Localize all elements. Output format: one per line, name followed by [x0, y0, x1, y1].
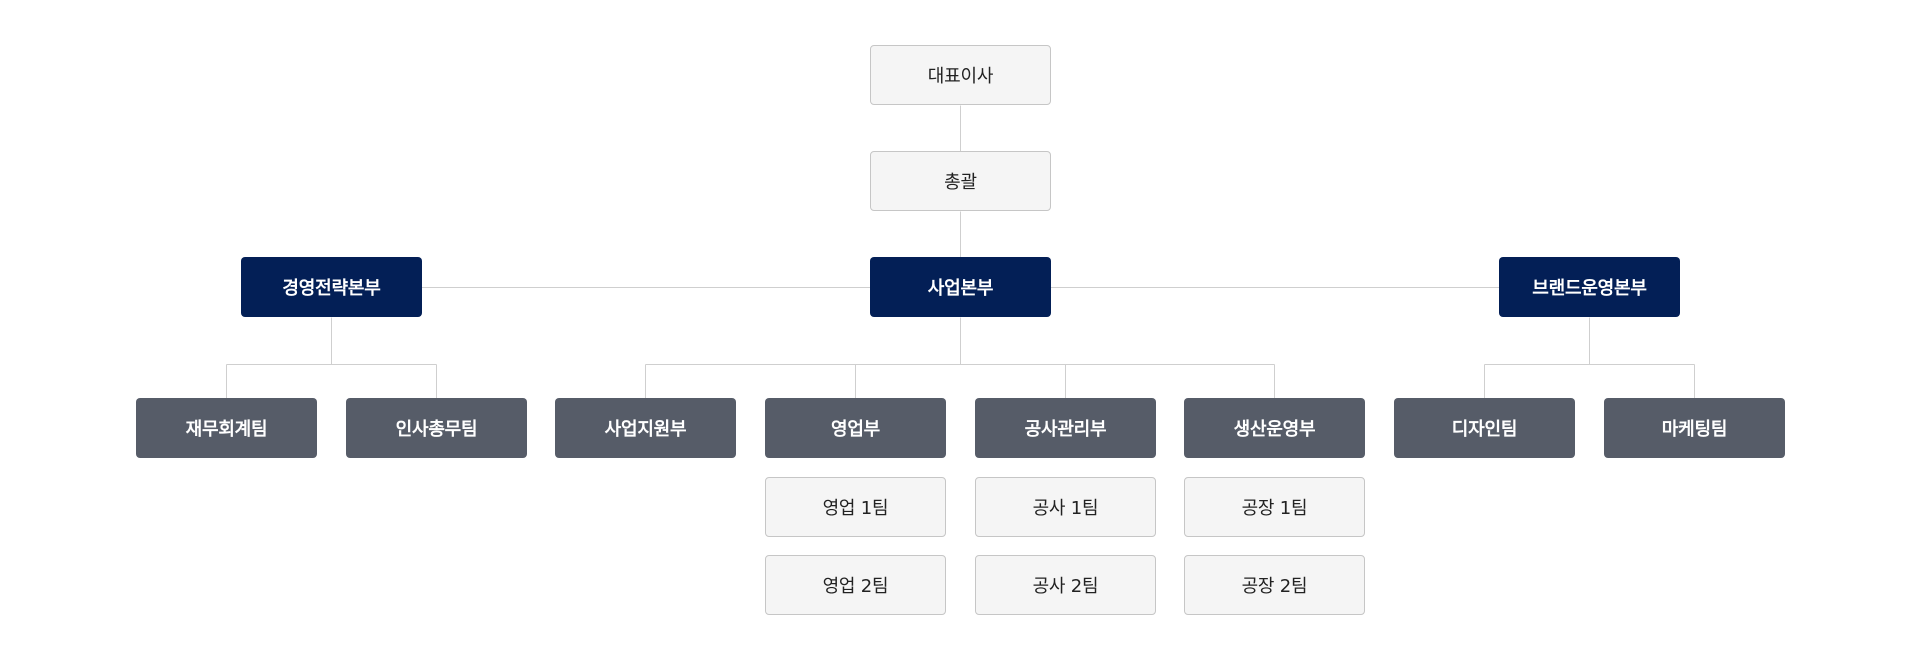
ceo-label: 대표이사 [927, 66, 994, 87]
team-sales-2-box: 영업 2팀 [765, 555, 946, 615]
team-construction-1-box: 공사 1팀 [975, 477, 1156, 537]
division-business-label: 사업본부 [927, 278, 994, 299]
ceo-box: 대표이사 [870, 45, 1051, 105]
dept-biz-support-label: 사업지원부 [604, 419, 687, 440]
team-factory-2-box: 공장 2팀 [1184, 555, 1365, 615]
dept-hr-box: 인사총무팀 [346, 398, 527, 458]
division-business-box: 사업본부 [870, 257, 1051, 317]
dept-construction-label: 공사관리부 [1024, 419, 1107, 440]
team-sales-2-label: 영업 2팀 [822, 576, 889, 597]
team-sales-1-label: 영업 1팀 [822, 498, 889, 519]
dept-finance-label: 재무회계팀 [185, 419, 268, 440]
dept-production-label: 생산운영부 [1233, 419, 1316, 440]
team-factory-1-box: 공장 1팀 [1184, 477, 1365, 537]
team-factory-1-label: 공장 1팀 [1241, 498, 1308, 519]
team-factory-2-label: 공장 2팀 [1241, 576, 1308, 597]
general-label: 총괄 [944, 172, 977, 193]
dept-finance-box: 재무회계팀 [136, 398, 317, 458]
division-brand-box: 브랜드운영본부 [1499, 257, 1680, 317]
team-sales-1-box: 영업 1팀 [765, 477, 946, 537]
dept-hr-label: 인사총무팀 [395, 419, 478, 440]
dept-design-label: 디자인팀 [1451, 419, 1518, 440]
dept-biz-support-box: 사업지원부 [555, 398, 736, 458]
general-box: 총괄 [870, 151, 1051, 211]
team-construction-1-label: 공사 1팀 [1032, 498, 1099, 519]
team-construction-2-label: 공사 2팀 [1032, 576, 1099, 597]
dept-marketing-box: 마케팅팀 [1604, 398, 1785, 458]
division-management-label: 경영전략본부 [282, 278, 381, 299]
dept-production-box: 생산운영부 [1184, 398, 1365, 458]
dept-construction-box: 공사관리부 [975, 398, 1156, 458]
team-construction-2-box: 공사 2팀 [975, 555, 1156, 615]
division-brand-label: 브랜드운영본부 [1532, 278, 1647, 299]
dept-sales-box: 영업부 [765, 398, 946, 458]
dept-marketing-label: 마케팅팀 [1661, 419, 1728, 440]
dept-sales-label: 영업부 [830, 419, 881, 440]
division-management-box: 경영전략본부 [241, 257, 422, 317]
dept-design-box: 디자인팀 [1394, 398, 1575, 458]
